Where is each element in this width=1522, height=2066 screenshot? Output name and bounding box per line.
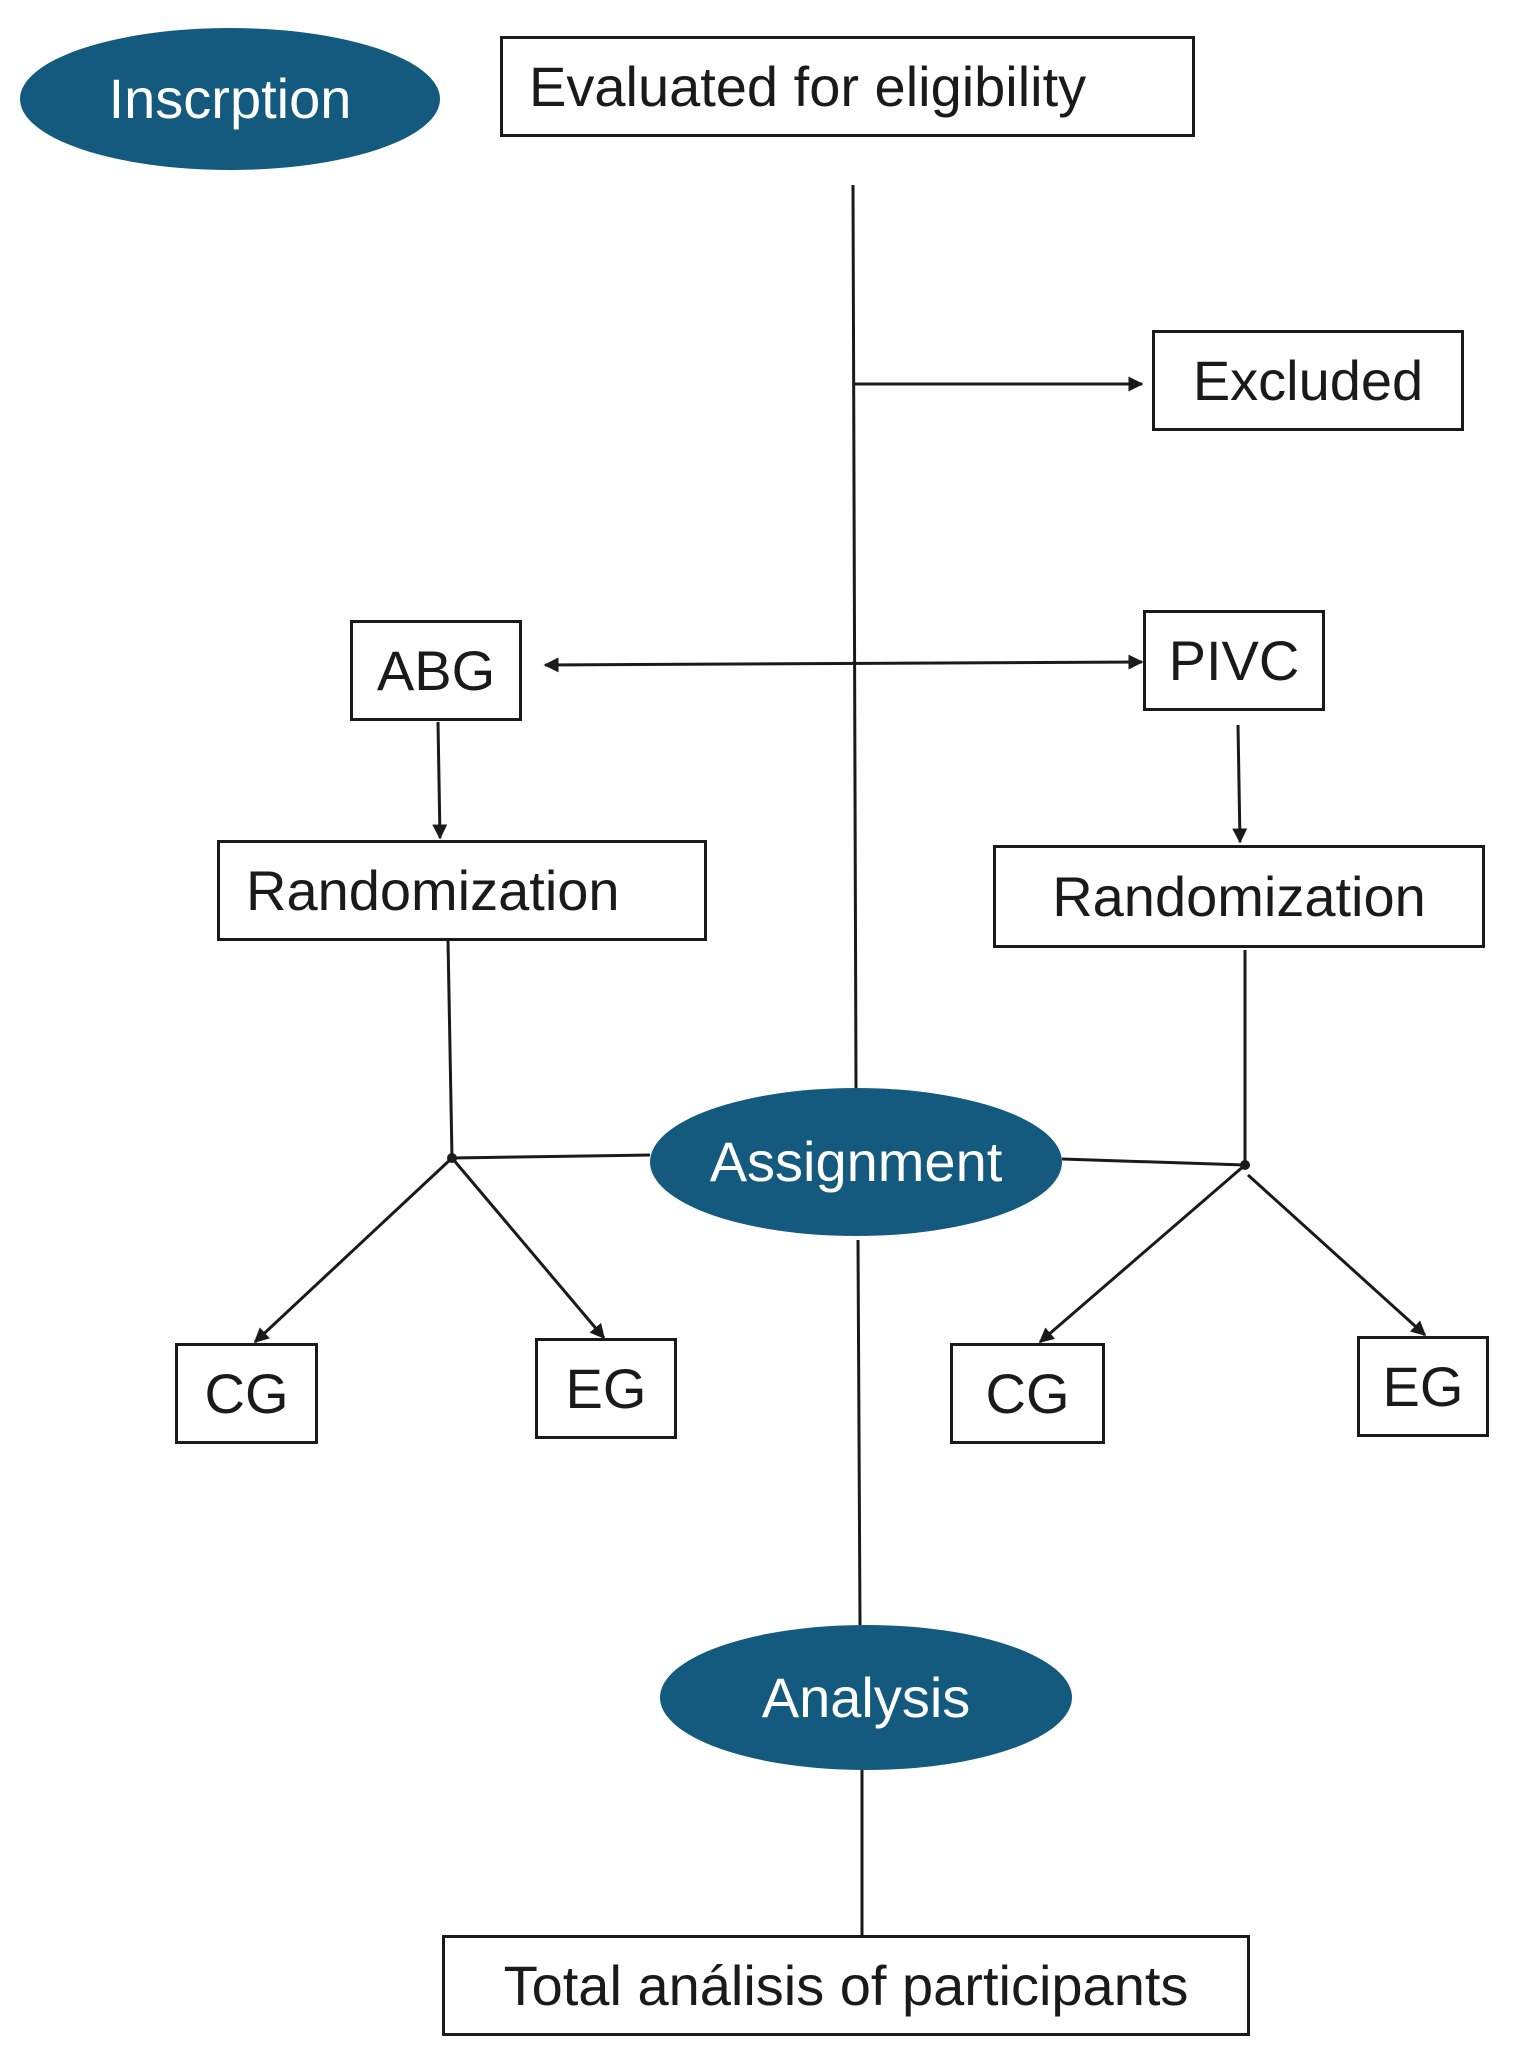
evaluated-for-eligibility-box: Evaluated for eligibility — [500, 36, 1195, 137]
randomization-left-box: Randomization — [217, 840, 707, 941]
cg-right-box: CG — [950, 1343, 1105, 1444]
inscription-phase-label: Inscrption — [108, 67, 352, 130]
cg-right-label: CG — [985, 1361, 1070, 1425]
assignment-right-line — [1061, 1157, 1246, 1167]
eg-left-box: EG — [535, 1338, 677, 1439]
randomization-right-label: Randomization — [1052, 864, 1426, 928]
pivc-to-randomization-arrow — [1232, 724, 1248, 844]
randomization-left-label: Randomization — [246, 858, 620, 922]
assignment-phase-oval: Assignment — [650, 1088, 1062, 1236]
eg-right-box: EG — [1357, 1336, 1489, 1437]
analysis-phase-label: Analysis — [761, 1665, 971, 1729]
right-eg-arrow — [1246, 1173, 1427, 1337]
inscription-phase-oval: Inscrption — [20, 28, 440, 170]
eg-right-label: EG — [1382, 1354, 1464, 1418]
left-split-node — [447, 1153, 457, 1163]
analysis-phase-oval: Analysis — [660, 1625, 1072, 1770]
total-analysis-label: Total análisis of participants — [503, 1953, 1189, 2017]
excluded-box: Excluded — [1152, 330, 1464, 431]
pivc-label: PIVC — [1168, 628, 1300, 692]
left-cg-arrow — [253, 1156, 454, 1344]
evaluated-for-eligibility-label: Evaluated for eligibility — [529, 54, 1087, 118]
total-analysis-box: Total análisis of participants — [442, 1935, 1250, 2036]
abg-box: ABG — [350, 620, 522, 721]
pivc-box: PIVC — [1143, 610, 1325, 711]
cg-left-box: CG — [175, 1343, 318, 1444]
eg-left-label: EG — [565, 1356, 647, 1420]
abg-pivc-double-arrow — [543, 654, 1144, 673]
assignment-left-line — [451, 1153, 651, 1160]
randomization-right-box: Randomization — [993, 845, 1485, 948]
right-split-node — [1240, 1160, 1250, 1170]
left-randomization-down-line — [446, 939, 454, 1159]
abg-to-randomization-arrow — [432, 721, 448, 840]
trunk-line-lower — [856, 1239, 862, 1626]
cg-left-label: CG — [204, 1361, 289, 1425]
right-cg-arrow — [1038, 1163, 1246, 1344]
assignment-phase-label: Assignment — [709, 1130, 1003, 1193]
left-eg-arrow — [450, 1157, 606, 1340]
abg-label: ABG — [376, 638, 496, 702]
trunk-line-upper — [851, 184, 858, 1089]
excluded-label: Excluded — [1192, 348, 1424, 412]
